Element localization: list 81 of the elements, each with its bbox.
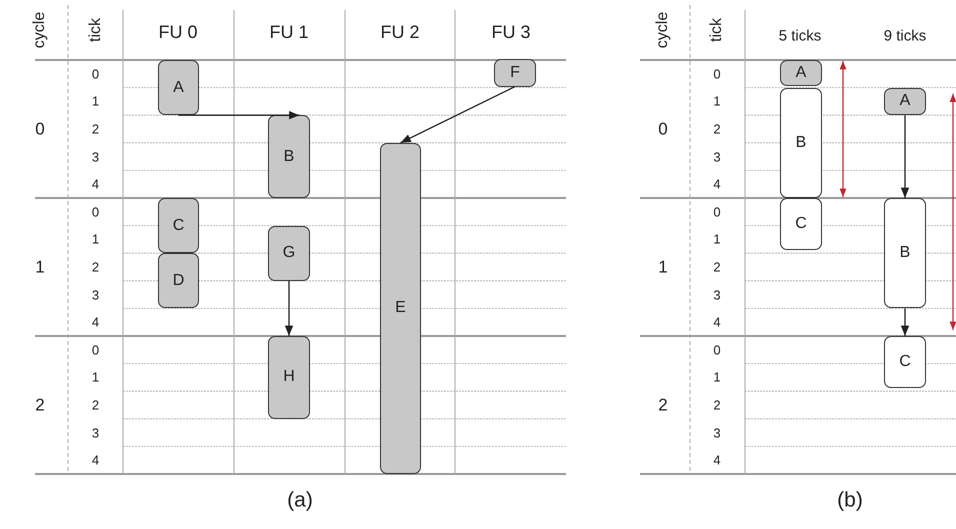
operation-box bbox=[268, 115, 310, 198]
tick-number: 0 bbox=[713, 343, 721, 356]
tick-number: 2 bbox=[92, 260, 100, 274]
tick-number: 2 bbox=[713, 122, 721, 136]
operation-box bbox=[780, 60, 822, 86]
cycle-number: 2 bbox=[35, 396, 45, 414]
tick-number: 4 bbox=[713, 454, 721, 467]
tick-number: 2 bbox=[713, 260, 721, 274]
column-header: FU 1 bbox=[270, 23, 308, 41]
column-header: 9 ticks bbox=[884, 28, 926, 44]
node-label: B bbox=[796, 134, 806, 152]
tick-number: 2 bbox=[713, 398, 721, 412]
operation-box bbox=[884, 88, 926, 116]
operation-box bbox=[380, 142, 421, 474]
arrow bbox=[178, 111, 300, 120]
operation-box bbox=[158, 60, 199, 116]
node-label: H bbox=[283, 368, 295, 386]
tick-number: 1 bbox=[713, 232, 721, 246]
operation-box bbox=[268, 226, 310, 281]
tick-number: 0 bbox=[713, 67, 721, 80]
node-label: G bbox=[282, 244, 296, 262]
tick-number: 3 bbox=[713, 288, 721, 302]
cycle-number: 0 bbox=[35, 120, 45, 138]
cycle-number: 0 bbox=[658, 120, 668, 138]
column-header: cycle bbox=[32, 12, 48, 48]
operation-box bbox=[158, 253, 199, 308]
cycle-number: 2 bbox=[658, 396, 668, 414]
tick-number: 0 bbox=[92, 67, 100, 80]
operation-box bbox=[158, 198, 199, 254]
node-label: C bbox=[795, 215, 807, 234]
operation-box bbox=[268, 336, 310, 419]
arrow bbox=[284, 280, 294, 336]
arrow bbox=[900, 308, 910, 336]
column-header: 5 ticks bbox=[778, 28, 822, 44]
tick-number: 0 bbox=[92, 205, 100, 218]
tick-number: 4 bbox=[713, 178, 721, 191]
tick-number: 0 bbox=[92, 343, 100, 356]
tick-number: 4 bbox=[92, 178, 100, 191]
node-label: E bbox=[395, 299, 406, 318]
cycle-number: 1 bbox=[658, 258, 668, 276]
column-header: FU 3 bbox=[492, 23, 530, 41]
operation-box bbox=[494, 59, 536, 87]
node-label: A bbox=[900, 92, 910, 110]
tick-number: 1 bbox=[713, 94, 721, 108]
column-header: tick bbox=[709, 18, 725, 42]
tick-number: 1 bbox=[92, 370, 100, 384]
tick-number: 4 bbox=[713, 316, 721, 329]
node-label: A bbox=[796, 64, 806, 82]
phase-box bbox=[780, 88, 822, 198]
tick-number: 4 bbox=[92, 454, 100, 467]
tick-number: 4 bbox=[92, 316, 100, 329]
tick-number: 1 bbox=[92, 94, 100, 108]
tick-number: 1 bbox=[713, 370, 721, 384]
node-label: B bbox=[900, 244, 910, 262]
node-label: D bbox=[172, 272, 184, 290]
phase-box bbox=[780, 198, 822, 250]
node-label: C bbox=[899, 353, 911, 372]
tick-number: 3 bbox=[713, 150, 721, 164]
column-header: FU 2 bbox=[380, 23, 420, 41]
node-label: C bbox=[172, 216, 184, 235]
arrow bbox=[400, 86, 516, 144]
phase-box bbox=[884, 198, 926, 308]
column-header: FU 0 bbox=[158, 23, 198, 41]
node-label: B bbox=[284, 148, 294, 166]
tick-number: 3 bbox=[92, 150, 100, 164]
panel-caption: (a) bbox=[287, 490, 313, 510]
tick-number: 3 bbox=[92, 288, 100, 302]
arrow bbox=[900, 115, 910, 198]
phase-box bbox=[884, 336, 926, 388]
cycle-number: 1 bbox=[35, 258, 45, 276]
node-label: F bbox=[510, 64, 520, 82]
node-label: A bbox=[173, 78, 184, 97]
tick-number: 1 bbox=[92, 232, 100, 246]
tick-number: 0 bbox=[713, 205, 721, 218]
column-header: cycle bbox=[655, 12, 671, 48]
tick-number: 3 bbox=[92, 426, 100, 440]
panel-caption: (b) bbox=[837, 490, 863, 510]
tick-number: 2 bbox=[92, 122, 100, 136]
tick-number: 3 bbox=[713, 426, 721, 440]
tick-number: 2 bbox=[92, 398, 100, 412]
column-header: tick bbox=[88, 18, 104, 42]
